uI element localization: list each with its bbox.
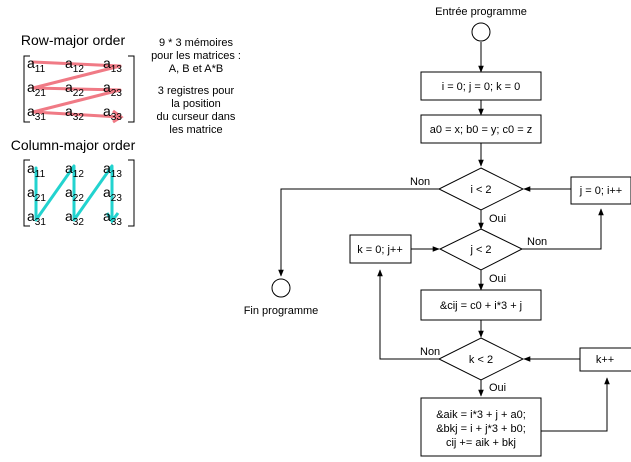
end-node: [271, 278, 291, 298]
cond-k-text: k < 2: [469, 354, 493, 366]
flow-connectors: [278, 42, 610, 432]
compute-line-3: cij += aik + bkj: [446, 437, 516, 449]
row-a31: a31: [27, 103, 46, 123]
label-oui-j: Oui: [489, 273, 506, 285]
note-memory-line-2: pour les matrices :: [151, 50, 241, 62]
start-label: Entrée programme: [435, 6, 527, 18]
note-registers-line-2: la position: [171, 98, 221, 110]
label-oui-i: Oui: [489, 213, 506, 225]
col-a33: a33: [103, 208, 122, 228]
row-bracket-right: [128, 55, 135, 123]
row-major-title: Row-major order: [21, 32, 126, 48]
init1-box: [420, 71, 542, 101]
col-a23: a23: [103, 184, 122, 204]
compute-box: [420, 397, 542, 457]
note-memory-line-3: A, B et A*B: [169, 63, 223, 75]
end-label: Fin programme: [244, 305, 319, 317]
note-registers-line-1: 3 registres pour: [158, 85, 235, 97]
col-a11: a11: [27, 160, 46, 180]
row-bracket-left: [23, 55, 30, 123]
inc-k-box: [349, 234, 412, 264]
inc-kk-box: [579, 347, 631, 372]
row-a33: a33: [103, 103, 122, 123]
row-major-path: [31, 60, 122, 119]
edge-condi-end: [278, 188, 439, 277]
inc-j-text: j = 0; i++: [579, 185, 623, 197]
column-major-path: [34, 164, 114, 222]
edge-condj-incj: [522, 208, 604, 250]
label-non-i: Non: [410, 176, 430, 188]
row-a21: a21: [27, 79, 46, 99]
row-a13: a13: [103, 55, 122, 75]
inc-j-box: [570, 176, 631, 205]
label-non-k: Non: [420, 346, 440, 358]
col-bracket-left: [23, 159, 30, 227]
note-registers-line-3: du curseur dans: [157, 111, 236, 123]
cond-i-diamond: [437, 167, 525, 211]
row-a12: a12: [65, 55, 84, 75]
label-oui-k: Oui: [489, 382, 506, 394]
edge-condk-inck: [377, 269, 439, 360]
inc-k-text: k = 0; j++: [357, 244, 403, 256]
addr-c-box: [420, 289, 542, 321]
flow-nodes: Entrée programme i = 0; j = 0; k = 0 a0 …: [244, 6, 631, 457]
col-bracket-right: [128, 159, 135, 227]
compute-line-2: &bkj = i + j*3 + b0;: [436, 423, 526, 435]
edge-compute-inckk: [541, 377, 610, 432]
cond-i-text: i < 2: [470, 184, 491, 196]
column-major-title: Column-major order: [11, 137, 136, 153]
label-non-j: Non: [527, 236, 547, 248]
cond-j-text: j < 2: [469, 244, 491, 256]
note-registers-line-4: les matrice: [169, 124, 222, 136]
cond-j-diamond: [438, 228, 524, 271]
row-major-arrowhead: [112, 109, 124, 124]
column-major-arrowhead: [105, 212, 120, 224]
notes: 9 * 3 mémoires pour les matrices : A, B …: [151, 37, 241, 136]
column-major-figure: Column-major order a11 a12 a13 a21 a22 a…: [11, 137, 136, 228]
row-a32: a32: [65, 103, 84, 123]
row-a23: a23: [103, 79, 122, 99]
col-a31: a31: [27, 208, 46, 228]
start-node: [471, 22, 491, 42]
init2-text: a0 = x; b0 = y; c0 = z: [430, 124, 532, 136]
flow-edge-labels: Non Oui Non Oui Non Oui: [410, 176, 547, 394]
compute-line-1: &aik = i*3 + j + a0;: [436, 409, 526, 421]
addr-c-text: &cij = c0 + i*3 + j: [440, 300, 522, 312]
row-a22: a22: [65, 79, 84, 99]
row-major-figure: Row-major order a11 a12 a13 a21 a22 a23 …: [21, 32, 135, 124]
col-a13: a13: [103, 160, 122, 180]
cond-k-diamond: [437, 337, 525, 381]
note-memory-line-1: 9 * 3 mémoires: [159, 37, 233, 49]
row-a11: a11: [27, 55, 46, 75]
inc-kk-text: k++: [596, 354, 614, 366]
init1-text: i = 0; j = 0; k = 0: [442, 81, 521, 93]
col-a22: a22: [65, 184, 84, 204]
col-a32: a32: [65, 208, 84, 228]
init2-box: [420, 114, 542, 144]
col-a21: a21: [27, 184, 46, 204]
col-a12: a12: [65, 160, 84, 180]
